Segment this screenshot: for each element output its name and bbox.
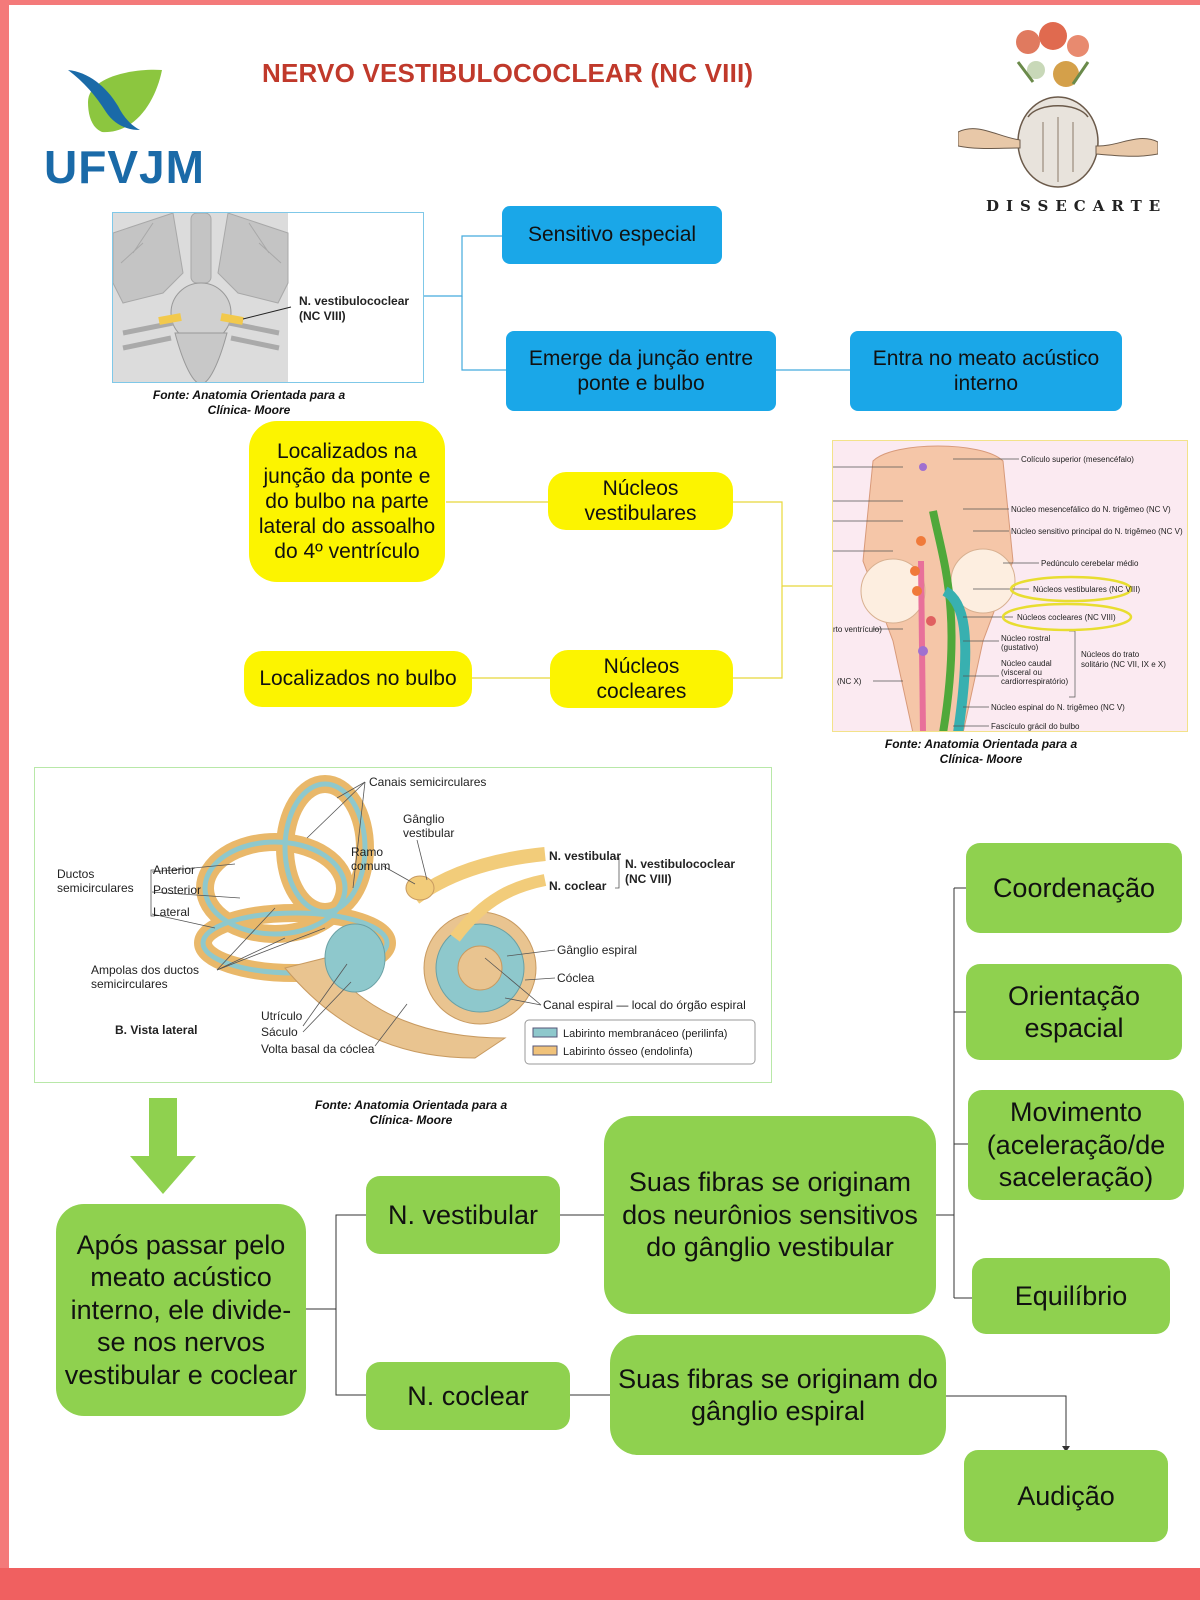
fig3-ampolas-line: semicirculares: [91, 977, 168, 991]
box-fibras-vestibular: Suas fibras se originam dos neurônios se…: [604, 1116, 936, 1314]
fig3-legend: [524, 1019, 756, 1065]
fig3-ganglio-espiral: Gânglio espiral: [557, 943, 637, 957]
box-audicao: Audição: [964, 1450, 1168, 1542]
frame-left: [0, 0, 9, 1600]
fig3-ductos-line: semicirculares: [57, 881, 134, 895]
box-localizados-ponte: Localizados na junção da ponte e do bulb…: [249, 421, 445, 582]
fig3-n-vestibular: N. vestibular: [549, 849, 621, 863]
logo-text: UFVJM: [44, 141, 205, 193]
box-nucleos-cocleares: Núcleos cocleares: [550, 650, 733, 708]
fig2-label-11: rto ventrículo): [833, 625, 882, 634]
ufvjm-logo-icon: [68, 69, 162, 133]
brand-text: DISSECARTE: [986, 197, 1168, 215]
arrow-down-icon: [130, 1098, 196, 1194]
legend-osseo: Labirinto ósseo (endolinfa): [563, 1046, 693, 1058]
frame-top: [0, 0, 1200, 5]
fig3-anterior: Anterior: [153, 863, 195, 877]
source-caption-1: Fonte: Anatomia Orientada para a Clínica…: [152, 388, 346, 417]
fig3-canais: Canais semicirculares: [369, 775, 486, 789]
fig3-utriculo: Utrículo: [261, 1009, 303, 1023]
brand-illustration-icon: [958, 22, 1158, 188]
frame-bottom: [0, 1568, 1200, 1600]
fig3-ductos-line: Ductos: [57, 867, 94, 881]
fig2-label-10: Fascículo grácil do bulbo: [991, 722, 1080, 731]
box-meato-acustico: Entra no meato acústico interno: [850, 331, 1122, 411]
fig2-label-8-line: solitário (NC VII, IX e X): [1081, 660, 1166, 669]
fig3-n-coclear: N. coclear: [549, 879, 607, 893]
box-fibras-coclear: Suas fibras se originam do gânglio espir…: [610, 1335, 946, 1455]
fig3-coclea: Cóclea: [557, 971, 595, 985]
fig2-label-6: Núcleo rostral(gustativo): [1001, 634, 1051, 652]
source-caption-3: Fonte: Anatomia Orientada para a Clínica…: [314, 1098, 508, 1127]
fig3-lateral: Lateral: [153, 905, 190, 919]
legend-swatch-membranaceo: [532, 1027, 558, 1038]
fig2-label-7-line: (visceral ou: [1001, 668, 1042, 677]
box-equilibrio: Equilíbrio: [972, 1258, 1170, 1334]
fig2-label-7-line: cardiorrespiratório): [1001, 677, 1068, 686]
brainstem-base-figure: N. vestibulococlear (NC VIII): [112, 212, 424, 383]
box-emerge-juncao: Emerge da junção entre ponte e bulbo: [506, 331, 776, 411]
box-nucleos-vestibulares: Núcleos vestibulares: [548, 472, 733, 530]
fig3-ramo-line: comum: [351, 859, 390, 873]
source-caption-2: Fonte: Anatomia Orientada para a Clínica…: [884, 737, 1078, 766]
fig2-label-0: Colículo superior (mesencéfalo): [1021, 455, 1134, 464]
fig1-label-line1: N. vestibulococlear: [299, 294, 409, 308]
fig3-ganglio-vest-line: vestibular: [403, 826, 454, 840]
fig2-label-1: Núcleo mesencefálico do N. trigêmeo (NC …: [1011, 505, 1171, 514]
box-sensitivo-especial: Sensitivo especial: [502, 206, 722, 264]
fig3-n-vestibulococlear: N. vestibulococlear(NC VIII): [625, 857, 735, 886]
brainstem-nuclei-figure: Colículo superior (mesencéfalo) Núcleo m…: [832, 440, 1188, 732]
fig3-n-vestibulococlear-line: N. vestibulococlear: [625, 857, 735, 871]
box-n-coclear: N. coclear: [366, 1362, 570, 1430]
fig3-canal-espiral: Canal espiral — local do órgão espiral: [543, 998, 746, 1012]
legend-swatch-osseo: [532, 1045, 558, 1056]
fig3-n-vestibulococlear-line: (NC VIII): [625, 872, 672, 886]
fig3-volta: Volta basal da cóclea: [261, 1042, 375, 1056]
fig2-label-6-line: (gustativo): [1001, 643, 1039, 652]
fig2-label-9: Núcleo espinal do N. trigêmeo (NC V): [991, 703, 1125, 712]
fig3-ampolas-line: Ampolas dos ductos: [91, 963, 199, 977]
fig2-label-5: Núcleos cocleares (NC VIII): [1017, 613, 1116, 622]
fig1-label-line2: (NC VIII): [299, 309, 346, 323]
fig3-vista: B. Vista lateral: [115, 1023, 198, 1037]
fig2-label-3: Pedúnculo cerebelar médio: [1041, 559, 1139, 568]
box-orientacao-espacial: Orientação espacial: [966, 964, 1182, 1060]
fig3-posterior: Posterior: [153, 883, 201, 897]
fig2-label-12: (NC X): [837, 677, 862, 686]
fig2-label-8-line: Núcleos do trato: [1081, 650, 1140, 659]
box-n-vestibular: N. vestibular: [366, 1176, 560, 1254]
box-coordenacao: Coordenação: [966, 843, 1182, 933]
fig3-ganglio-vest-line: Gânglio: [403, 812, 445, 826]
fig2-label-4: Núcleos vestibulares (NC VIII): [1033, 585, 1140, 594]
fig1-label: N. vestibulococlear (NC VIII): [299, 294, 412, 323]
box-localizados-bulbo: Localizados no bulbo: [244, 651, 472, 707]
fig2-label-7-line: Núcleo caudal: [1001, 659, 1052, 668]
page-title: NERVO VESTIBULOCOCLEAR (NC VIII): [262, 58, 754, 88]
fig2-label-2: Núcleo sensitivo principal do N. trigême…: [1011, 527, 1183, 536]
fig2-label-6-line: Núcleo rostral: [1001, 634, 1051, 643]
legend-membranaceo: Labirinto membranáceo (perilinfa): [563, 1028, 727, 1040]
box-apos-meato: Após passar pelo meato acústico interno,…: [56, 1204, 306, 1416]
fig3-saculo: Sáculo: [261, 1025, 298, 1039]
fig3-ramo-line: Ramo: [351, 845, 383, 859]
